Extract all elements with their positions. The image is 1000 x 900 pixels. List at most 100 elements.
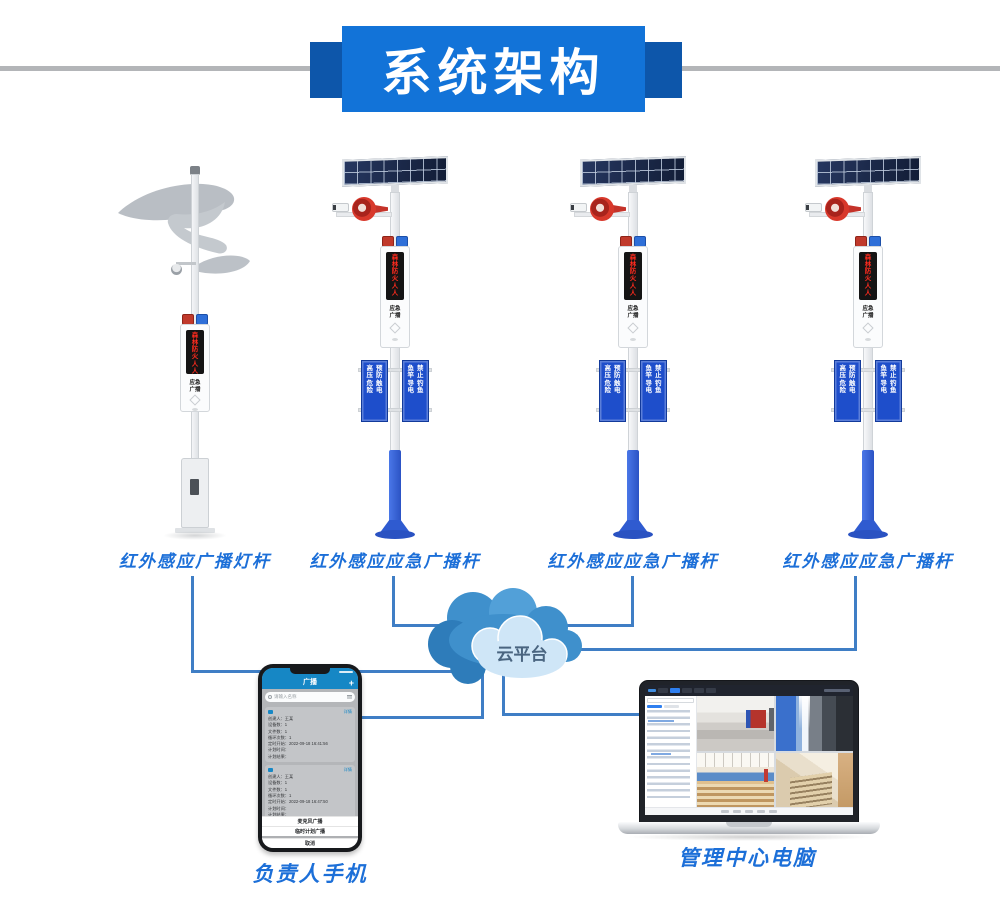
vms-logo	[648, 689, 656, 692]
box-port	[865, 338, 871, 341]
solar-panel	[342, 156, 448, 187]
dome-camera-icon	[171, 264, 182, 275]
megaphone-speaker-icon	[825, 197, 849, 221]
vms-application	[645, 685, 853, 815]
connection-line	[392, 624, 472, 627]
bullet-camera-icon	[805, 203, 822, 212]
box-label: 应急广播	[389, 306, 401, 320]
card-field: 循环次数：1	[268, 792, 292, 798]
box-label: 应急广播	[627, 306, 639, 320]
solar-broadcast-pole: 森林防火人人 应急广播 高压危险 预防触电 鱼竿导电 禁止钓鱼	[803, 140, 933, 560]
led-text: 森林防火人人	[629, 254, 637, 297]
card-field: 循环次数：1	[268, 734, 292, 740]
warning-banner-right: 鱼竿导电 禁止钓鱼	[640, 360, 667, 422]
pole-label: 红外感应应急广播杆	[782, 552, 954, 571]
megaphone-bracket	[846, 204, 861, 214]
search-icon	[268, 695, 272, 699]
warning-banner-left: 高压危险 预防触电	[599, 360, 626, 422]
banner-text-column: 鱼竿导电	[407, 365, 415, 395]
status-bar-icons	[339, 670, 353, 673]
warning-banner-right: 鱼竿导电 禁止钓鱼	[402, 360, 429, 422]
phone-caption: 负责人手机	[252, 863, 368, 886]
tree-item-link	[651, 753, 671, 756]
banner-text-column: 高压危险	[839, 365, 847, 395]
card-field: 计划结果：	[268, 811, 289, 816]
cloud-icon: 云平台	[428, 588, 582, 684]
speaker-icon	[268, 768, 273, 773]
card-field: 设备数：1	[268, 780, 288, 786]
card-field: 设备数：1	[268, 722, 288, 728]
connection-line	[565, 648, 857, 651]
card-field: 创建人：王某	[268, 716, 294, 721]
banner-text-column: 预防触电	[849, 365, 856, 395]
add-broadcast-button: +	[348, 678, 354, 688]
camera-view-corridor	[776, 696, 853, 751]
banner-text-column: 禁止钓鱼	[890, 365, 897, 395]
broadcast-list: 详情 创建人：王某 设备数：1 文件数：1 循环次数：1 定时开始：2022-0…	[262, 704, 358, 816]
page-title: 系统架构	[342, 26, 645, 112]
megaphone-bracket	[611, 204, 626, 214]
vms-tab	[694, 688, 704, 693]
cloud-label: 云平台	[497, 644, 548, 664]
vms-toolbar	[645, 807, 853, 815]
pole-top-cap	[190, 166, 200, 175]
pole-label: 红外感应广播灯杆	[119, 552, 271, 571]
connection-line	[481, 668, 484, 719]
banner-text-column: 高压危险	[366, 365, 374, 395]
connection-line	[631, 576, 634, 627]
camera-bracket	[176, 262, 196, 265]
box-label: 应急广播	[189, 380, 201, 394]
detail-link: 详情	[343, 709, 352, 714]
led-text: 森林防火人人	[864, 254, 872, 297]
box-port	[630, 338, 636, 341]
connection-line	[502, 664, 505, 716]
tree-item-selected	[648, 720, 674, 723]
card-field: 计划时间：	[268, 747, 289, 753]
connection-line	[362, 716, 484, 719]
laptop-screen	[639, 680, 859, 823]
action-temp-broadcast: 临时计划广播	[262, 826, 358, 836]
action-mic-broadcast: 麦克风广播	[262, 816, 358, 826]
detail-link: 详情	[343, 767, 352, 773]
banner-text-column: 预防触电	[376, 365, 383, 395]
led-display: 森林防火人人	[186, 330, 204, 375]
connection-line	[392, 576, 395, 627]
card-field: 计划结果：	[268, 753, 289, 759]
device-tree-sidebar	[645, 696, 697, 807]
banner-text-column: 预防触电	[614, 365, 621, 395]
vms-window-controls	[824, 689, 850, 692]
led-display: 森林防火人人	[859, 252, 877, 300]
warning-banner-left: 高压危险 预防触电	[361, 360, 388, 422]
pole-label: 红外感应应急广播杆	[309, 552, 481, 571]
filter-icon	[347, 695, 352, 699]
banner-crossbar	[596, 368, 670, 372]
vms-tab-active	[670, 688, 680, 693]
banner-crossbar	[358, 408, 432, 412]
banner-crossbar	[358, 368, 432, 372]
banner-text-column: 鱼竿导电	[880, 365, 888, 395]
banner-text-column: 高压危险	[604, 365, 612, 395]
banner-text-column: 鱼竿导电	[645, 365, 653, 395]
ground-shadow	[626, 833, 872, 841]
bullet-camera-icon	[570, 203, 587, 212]
bullet-camera-icon	[332, 203, 349, 212]
banner-crossbar	[831, 408, 905, 412]
pole-base-column	[862, 450, 874, 522]
lamp-arm-swoosh	[118, 183, 250, 274]
solar-panel	[580, 156, 686, 187]
banner-text-column: 禁止钓鱼	[655, 365, 662, 395]
speaker-icon	[268, 710, 273, 714]
solar-panel-mount	[391, 185, 399, 194]
connection-line	[191, 576, 194, 673]
pole-base-plate	[175, 528, 215, 533]
laptop-notch	[726, 822, 772, 827]
solar-panel-mount	[864, 185, 872, 194]
vms-tab	[706, 688, 716, 693]
pole-base-column	[627, 450, 639, 522]
warning-banner-right: 鱼竿导电 禁止钓鱼	[875, 360, 902, 422]
solar-panel-mount	[629, 185, 637, 194]
camera-lens	[806, 205, 809, 210]
connection-line	[502, 713, 639, 716]
warning-banner-left: 高压危险 预防触电	[834, 360, 861, 422]
box-port	[392, 338, 398, 341]
